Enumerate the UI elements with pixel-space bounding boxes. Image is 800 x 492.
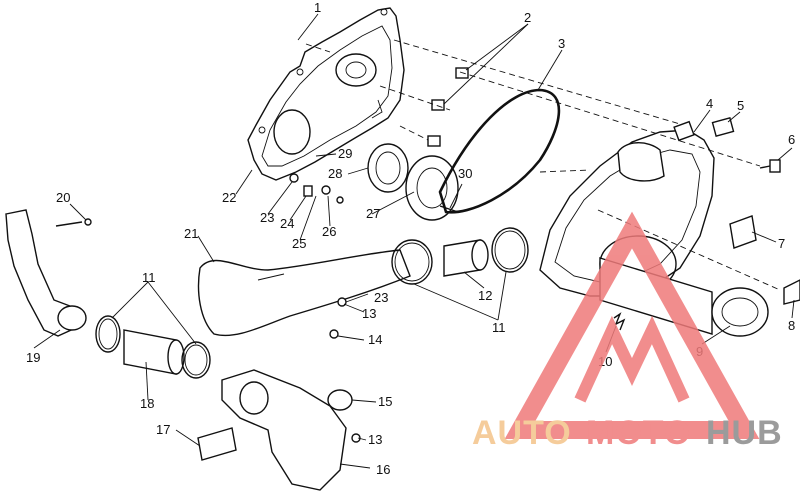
hose-clamp: [95, 315, 121, 353]
callout-11a: 11: [142, 270, 156, 285]
callout-13a: 13: [362, 306, 376, 321]
watermark-triangle: [504, 211, 760, 439]
spring: [613, 312, 626, 331]
callout-23a: 23: [260, 210, 274, 225]
callout-8: 8: [788, 318, 795, 333]
callout-15: 15: [378, 394, 392, 409]
watermark-logo: AUTO MOTO HUB: [472, 211, 783, 452]
callout-14: 14: [368, 332, 382, 347]
hose-clamp: [491, 227, 529, 273]
watermark-m-mark: [574, 315, 690, 403]
callout-3: 3: [558, 36, 565, 51]
callout-1: 1: [314, 0, 321, 15]
inner-cover: [247, 7, 405, 181]
hose-clamp: [391, 239, 433, 285]
callout-numbers: 1 2 3 4 5 6 7 8 9 10 11 11 12 13 13 14 1…: [26, 0, 795, 477]
callout-29: 29: [338, 146, 352, 161]
callout-24: 24: [280, 216, 294, 231]
lower-coupler: [123, 329, 185, 375]
callout-30: 30: [458, 166, 472, 181]
decal: [729, 215, 757, 249]
callout-18: 18: [140, 396, 154, 411]
callout-19: 19: [26, 350, 40, 365]
callout-16: 16: [376, 462, 390, 477]
watermark-hub: HUB: [706, 414, 783, 452]
callout-2: 2: [524, 10, 531, 25]
drive-belt: [438, 88, 561, 214]
callout-25: 25: [292, 236, 306, 251]
callout-28: 28: [328, 166, 342, 181]
callout-22: 22: [222, 190, 236, 205]
coupler-sleeve: [443, 239, 489, 277]
callout-17: 17: [156, 422, 170, 437]
hose-clamp: [327, 389, 353, 411]
callout-11b: 11: [492, 320, 506, 335]
watermark-auto: AUTO: [472, 414, 572, 452]
callout-23b: 23: [374, 290, 388, 305]
screw: [759, 159, 781, 173]
callout-leaders: [33, 13, 795, 469]
intake-duct: [197, 249, 411, 337]
callout-4: 4: [706, 96, 713, 111]
callout-21: 21: [184, 226, 198, 241]
bolts: [427, 67, 469, 147]
seal: [367, 143, 409, 193]
callout-27: 27: [366, 206, 380, 221]
callout-20: 20: [56, 190, 70, 205]
callout-7: 7: [778, 236, 785, 251]
label-sheet: [197, 427, 237, 461]
tab-clip: [783, 279, 800, 305]
fasteners: [84, 173, 361, 443]
callout-12: 12: [478, 288, 492, 303]
watermark-moto: MOTO: [586, 414, 691, 452]
hose-clamp: [181, 341, 211, 379]
callout-6: 6: [788, 132, 795, 147]
seal-plate: [405, 155, 459, 221]
callout-26: 26: [322, 224, 336, 239]
clip: [711, 117, 735, 137]
callout-5: 5: [737, 98, 744, 113]
callout-13b: 13: [368, 432, 382, 447]
lower-duct: [221, 369, 347, 491]
